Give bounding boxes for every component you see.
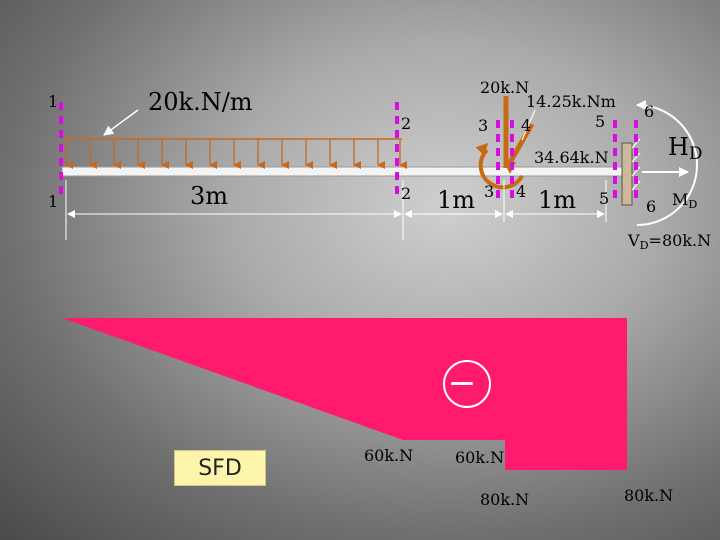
sfd-value-1: 60k.N (364, 446, 414, 465)
sfd-value-2: 60k.N (455, 448, 505, 467)
reaction-v-label: VD=80k.N (628, 231, 712, 252)
dimension-label-3m: 3m (190, 182, 229, 210)
section-label-3-bottom: 3 (484, 182, 495, 201)
sfd-value-3: 80k.N (480, 490, 530, 509)
moment-label: 14.25k.Nm (526, 92, 616, 111)
sfd-sign: — (450, 367, 474, 396)
section-label-2-bottom: 2 (401, 184, 412, 203)
sfd-sign-circle (443, 360, 491, 408)
section-label-6-bottom: 6 (646, 197, 657, 216)
section-label-3-top: 3 (478, 116, 489, 135)
dimension-label-1m-a: 1m (437, 186, 476, 214)
section-label-1-bottom: 1 (48, 192, 59, 211)
moment-arrow (475, 142, 524, 190)
beam (61, 166, 623, 177)
fixed-support (621, 138, 641, 206)
section-label-1-top: 1 (48, 92, 59, 111)
point-load (503, 96, 535, 174)
section-label-4-bottom: 4 (516, 182, 527, 201)
udl-pointer-arrow (103, 109, 139, 136)
section-label-5-top: 5 (595, 112, 606, 131)
reaction-m-label: MD (672, 190, 698, 211)
udl-label: 20k.N/m (148, 88, 253, 116)
sfd-diagram (62, 318, 627, 470)
section-label-2-top: 2 (401, 114, 412, 133)
sfd-label: SFD (174, 450, 266, 486)
section-marks (59, 102, 638, 198)
udl-load (64, 138, 407, 169)
component-force-label: 34.64k.N (534, 148, 609, 167)
sfd-area (62, 318, 627, 470)
sfd-value-4: 80k.N (624, 486, 674, 505)
point-load-label: 20k.N (480, 78, 530, 97)
reaction-moment-arrow (636, 100, 698, 226)
section-label-6-top: 6 (644, 102, 655, 121)
section-label-5-bottom: 5 (599, 189, 610, 208)
dimension-lines (65, 180, 607, 240)
reaction-h-label: HD (668, 133, 703, 164)
moment-pointer (521, 109, 536, 141)
section-label-4-top: 4 (521, 116, 532, 135)
dimension-label-1m-b: 1m (538, 186, 577, 214)
